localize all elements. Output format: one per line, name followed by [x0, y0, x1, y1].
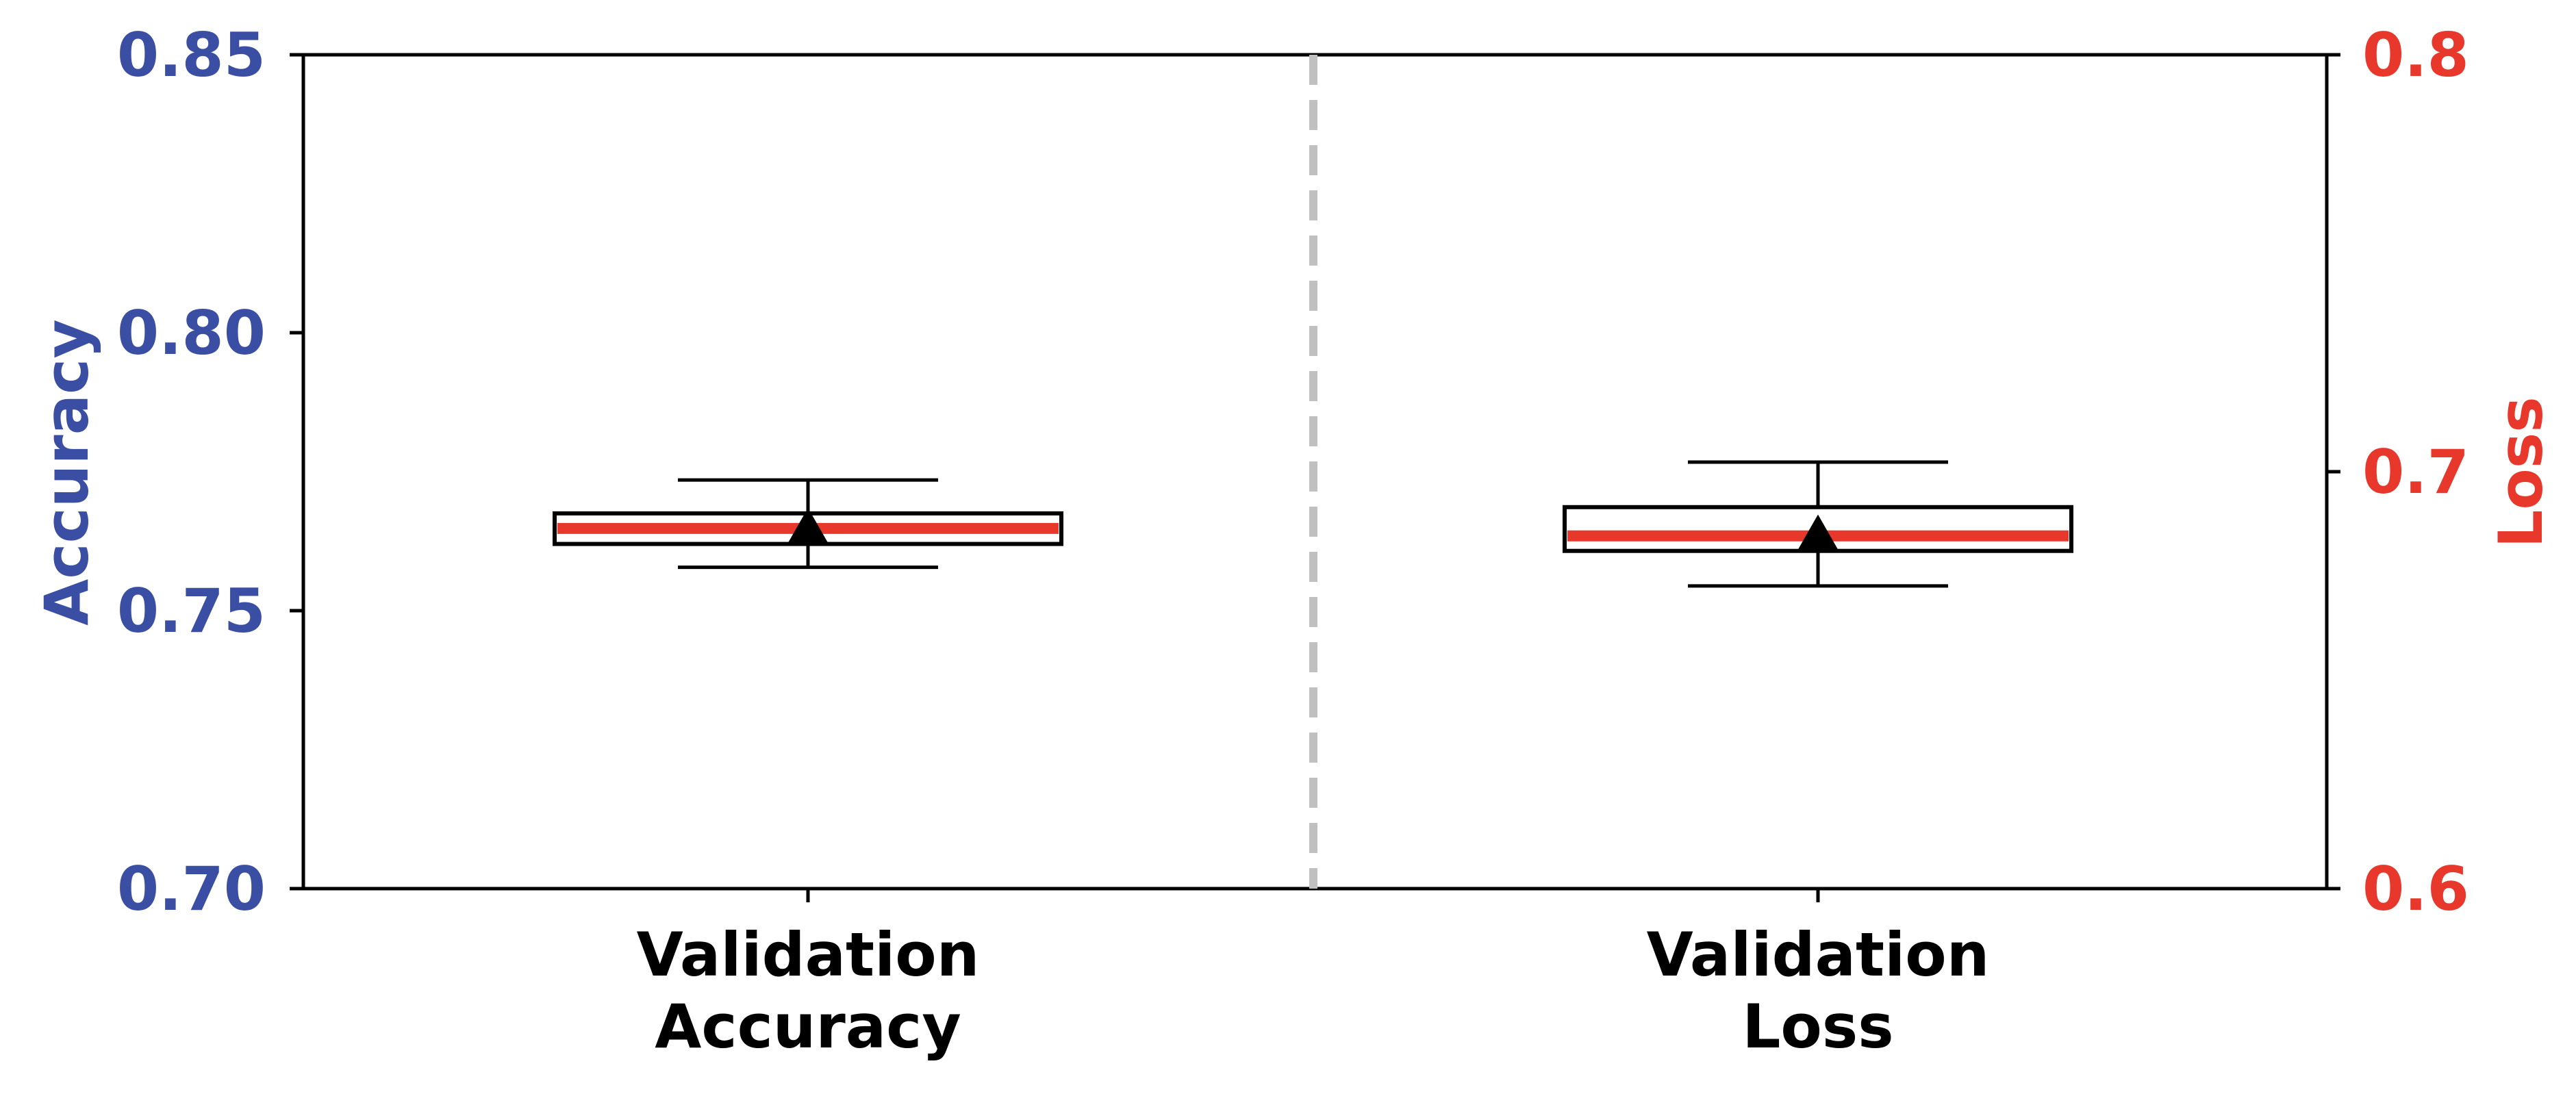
box-validation-loss	[1563, 460, 2073, 588]
left-axis-tick-label: 0.85	[117, 20, 266, 90]
mean-marker-triangle	[787, 507, 829, 544]
left-axis-tick-label: 0.80	[117, 298, 266, 368]
x-axis-category-label-line: Validation	[1647, 919, 1990, 990]
right-axis-tick-label: 0.8	[2362, 20, 2469, 90]
x-axis-category-label-line: Accuracy	[655, 991, 961, 1062]
x-axis-category-label-line: Validation	[637, 919, 980, 990]
right-axis-tick-label: 0.7	[2362, 437, 2469, 507]
box-validation-accuracy	[553, 478, 1063, 570]
right-axis-tick-label: 0.6	[2362, 854, 2469, 924]
left-axis-tick-label: 0.75	[117, 576, 266, 646]
left-axis-tick-label: 0.70	[117, 854, 266, 924]
right-axis-title: Loss	[2486, 396, 2556, 548]
x-axis-category-label-line: Loss	[1742, 991, 1893, 1062]
left-axis-title: Accuracy	[31, 319, 102, 625]
mean-marker-triangle	[1797, 514, 1839, 551]
